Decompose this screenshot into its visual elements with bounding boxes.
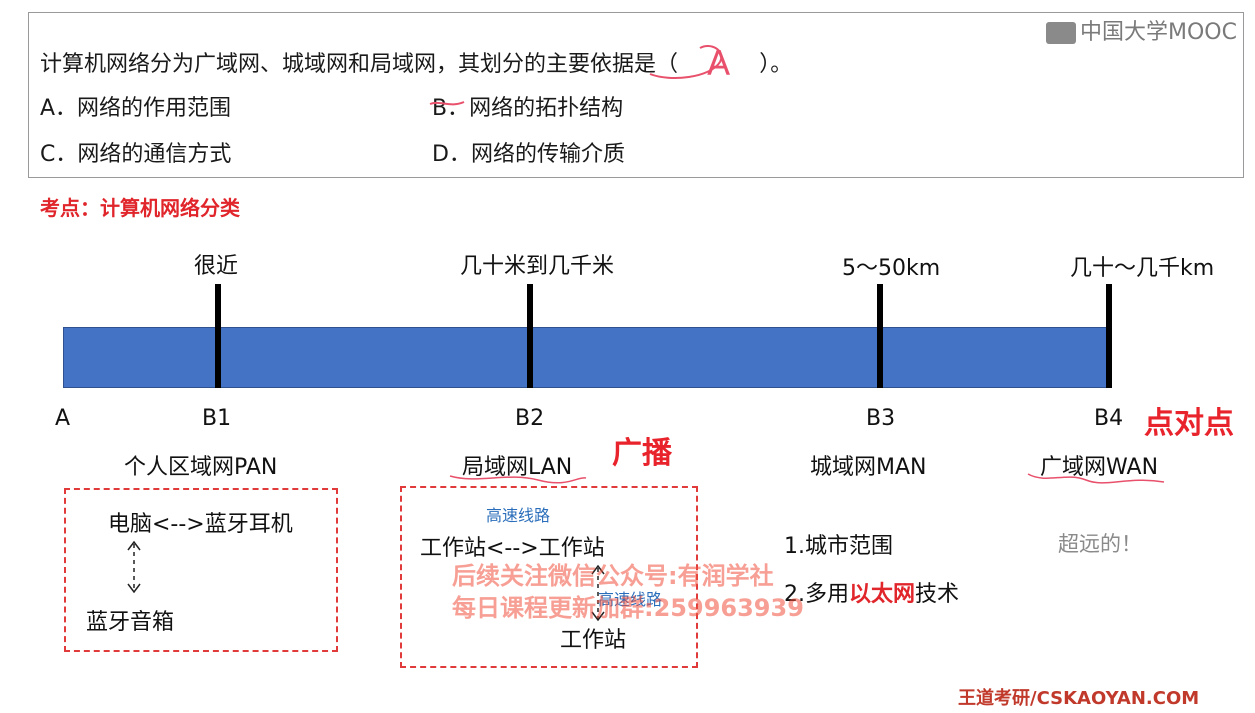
option-b[interactable]: B．网络的拓扑结构 (432, 96, 624, 121)
wan-note: 超远的！ (1058, 532, 1142, 556)
lan-mid-label: 高速线路 (598, 590, 663, 609)
mooc-text: 中国大学MOOC (1080, 20, 1237, 45)
lan-line2: 工作站 (560, 628, 627, 653)
mooc-logo: 中国大学MOOC (1046, 14, 1237, 46)
lan-vertical-arrow (591, 564, 605, 622)
man-note-2-suffix: 技术 (915, 582, 960, 607)
point-b1: B1 (202, 406, 232, 431)
watermark-line1: 后续关注微信公众号:有润学社 (452, 562, 774, 590)
tick-b2 (527, 284, 533, 388)
footer-brand: 王道考研/CSKAOYAN.COM (958, 688, 1200, 709)
tick-b4 (1106, 284, 1112, 388)
point-a: A (55, 406, 71, 431)
wan-underline (1027, 473, 1165, 484)
tick-b1 (215, 284, 221, 388)
point-b4: B4 (1094, 406, 1124, 431)
network-pan: 个人区域网PAN (124, 455, 278, 480)
ethernet-highlight: 以太网 (849, 582, 916, 607)
question-stem-text: 计算机网络分为广域网、城域网和局域网，其划分的主要依据是（ (40, 52, 679, 77)
point-b2: B2 (515, 406, 545, 431)
pan-line2: 蓝牙音箱 (86, 610, 175, 635)
distance-tens-to-thousands-m: 几十米到几千米 (460, 254, 615, 279)
lan-underline (449, 475, 587, 484)
network-lan: 局域网LAN (462, 455, 573, 480)
question-box (28, 12, 1244, 178)
question-stem-end: ）。 (759, 52, 793, 77)
option-d[interactable]: D．网络的传输介质 (432, 142, 625, 167)
range-bar (63, 327, 1110, 388)
option-a[interactable]: A．网络的作用范围 (40, 96, 232, 121)
distance-tens-thousands-km: 几十～几千km (1070, 256, 1215, 281)
distance-very-near: 很近 (194, 254, 239, 279)
mooc-icon (1046, 22, 1076, 44)
p2p-annotation: 点对点 (1144, 406, 1234, 441)
network-wan: 广域网WAN (1040, 455, 1159, 480)
option-c[interactable]: C．网络的通信方式 (40, 142, 232, 167)
strike-mark-b (429, 101, 465, 106)
watermark-line2: 每日课程更新加群:259963939 (452, 594, 804, 622)
broadcast-annotation: 广播 (612, 436, 672, 471)
pan-vertical-arrow (127, 540, 141, 594)
lan-line1: 工作站<-->工作站 (420, 536, 605, 561)
question-stem: 计算机网络分为广域网、城域网和局域网，其划分的主要依据是（ A ）。 (40, 44, 792, 84)
point-b3: B3 (866, 406, 896, 431)
handwritten-circle-mark (649, 44, 723, 79)
kaodian-label: 考点：计算机网络分类 (40, 196, 240, 220)
lan-top-label: 高速线路 (486, 506, 551, 525)
pan-line1: 电脑<-->蓝牙耳机 (108, 512, 293, 537)
lan-example-box (400, 486, 698, 668)
pan-example-box (64, 488, 338, 652)
man-note-2: 2.多用以太网技术 (784, 576, 959, 608)
network-man: 城域网MAN (810, 455, 927, 480)
tick-b3 (877, 284, 883, 388)
man-note-2-prefix: 2.多用 (784, 582, 849, 607)
man-note-1: 1.城市范围 (784, 534, 893, 559)
distance-5-50km: 5～50km (842, 256, 941, 281)
